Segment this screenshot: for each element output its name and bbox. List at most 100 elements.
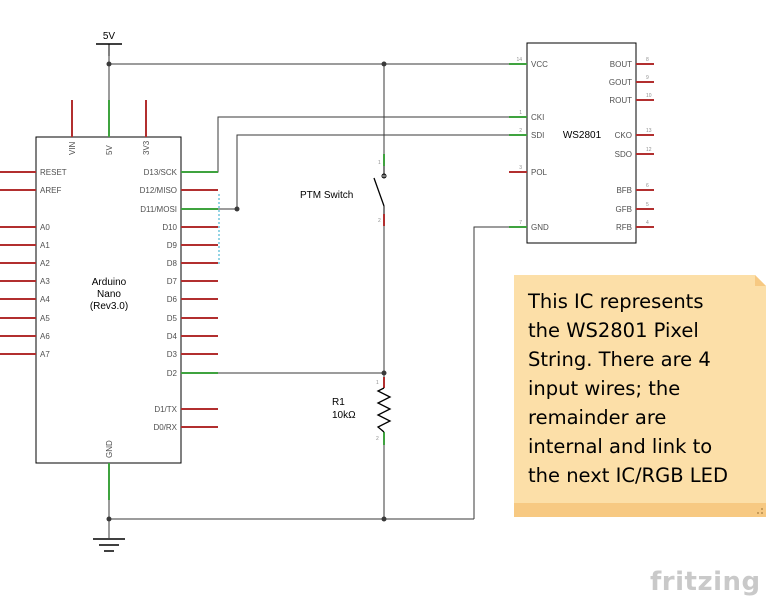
nano-title-line: Arduino xyxy=(92,277,127,288)
note-line: String. There are 4 xyxy=(528,348,711,371)
note-line: the WS2801 Pixel xyxy=(528,319,699,342)
nano-pin-label: D11/MOSI xyxy=(140,205,177,214)
ws2801-pin-rfb[interactable]: RFB 4 xyxy=(616,220,654,232)
nano-pin-label: RESET xyxy=(40,168,67,177)
nano-pin-d10[interactable]: D10 xyxy=(162,223,218,232)
wire-gnd-ws2801 xyxy=(473,226,509,519)
ws2801-pin-label: GFB xyxy=(616,205,632,214)
nano-pin-label: A7 xyxy=(40,350,50,359)
junction-dot xyxy=(106,516,112,522)
nano-pin-label: D10 xyxy=(162,223,177,232)
nano-pin-a3[interactable]: A3 xyxy=(0,277,50,286)
junction-dot xyxy=(106,61,112,67)
nano-pin-d4[interactable]: D4 xyxy=(167,332,218,341)
ws2801-pin-number: 13 xyxy=(646,128,652,134)
nano-pin-d1-tx[interactable]: D1/TX xyxy=(154,405,218,414)
resistor-pin1: 1 xyxy=(376,380,379,386)
resistor-name: R1 xyxy=(332,397,345,408)
nano-title-line: (Rev3.0) xyxy=(90,301,128,312)
junction-dot xyxy=(381,370,387,376)
nano-pin-a1[interactable]: A1 xyxy=(0,241,50,250)
fritzing-logo: fritzing xyxy=(650,567,761,597)
nano-pin-d9[interactable]: D9 xyxy=(167,241,218,250)
nano-pin-label: A6 xyxy=(40,332,50,341)
switch-label: PTM Switch xyxy=(300,190,353,201)
nano-pin-a6[interactable]: A6 xyxy=(0,332,50,341)
nano-pin-d13-sck[interactable]: D13/SCK xyxy=(144,168,218,177)
nano-right-pins: D13/SCK D12/MISO D11/MOSI D10D9D8D7D6D5D4D3… xyxy=(140,168,218,432)
switch-pin2: 2 xyxy=(378,218,381,224)
nano-pin-d6[interactable]: D6 xyxy=(167,295,218,304)
ws2801-pin-number: 2 xyxy=(519,128,522,134)
nano-pin-label: 3V3 xyxy=(142,140,151,155)
wire-sck-cki xyxy=(212,116,509,173)
ws2801-pin-label: RFB xyxy=(616,223,632,232)
nano-pin-a4[interactable]: A4 xyxy=(0,295,50,304)
wire-mosi-sdi xyxy=(212,134,509,210)
nano-pin-d2[interactable]: D2 xyxy=(167,369,218,378)
nano-pin-a5[interactable]: A5 xyxy=(0,314,50,323)
nano-pin-reset[interactable]: RESET xyxy=(0,168,67,177)
ws2801-pin-gfb[interactable]: GFB 5 xyxy=(616,202,654,214)
ws2801-pin-number: 9 xyxy=(646,75,649,81)
nano-pin-d5[interactable]: D5 xyxy=(167,314,218,323)
ws2801-pin-label: BOUT xyxy=(610,60,632,69)
nano-pin-label: D13/SCK xyxy=(144,168,178,177)
nano-top-pins: VIN 5V 3V3 xyxy=(68,100,151,155)
nano-pin-label: 5V xyxy=(105,145,114,155)
nano-pin-a0[interactable]: A0 xyxy=(0,223,50,232)
ws2801-pin-gout[interactable]: GOUT 9 xyxy=(609,75,654,87)
switch-pin1: 1 xyxy=(378,160,381,166)
ptm-switch: 1 2 PTM Switch xyxy=(300,154,387,226)
nano-bottom-pin: GND xyxy=(105,440,114,500)
ws2801-pin-number: 4 xyxy=(646,220,649,226)
resistor-value: 10kΩ xyxy=(332,410,356,421)
ws2801-pin-number: 5 xyxy=(646,202,649,208)
resistor-pin2: 2 xyxy=(376,436,379,442)
nano-pin-label: AREF xyxy=(40,186,61,195)
nano-pin-a2[interactable]: A2 xyxy=(0,259,50,268)
nano-pin-label: D8 xyxy=(167,259,178,268)
power-label: 5V xyxy=(103,31,116,42)
resize-grip-icon[interactable] xyxy=(757,508,763,514)
ws2801-pin-cko[interactable]: CKO 13 xyxy=(615,128,654,140)
nano-pin-aref[interactable]: AREF xyxy=(0,186,61,195)
junction-dot xyxy=(381,516,387,522)
nano-pin-d12-miso[interactable]: D12/MISO xyxy=(140,186,218,195)
nano-pin-a7[interactable]: A7 xyxy=(0,350,50,359)
nano-pin-label: A3 xyxy=(40,277,50,286)
nano-pin-d8[interactable]: D8 xyxy=(167,259,218,268)
ground-symbol xyxy=(93,538,125,552)
nano-pin-d3[interactable]: D3 xyxy=(167,350,218,359)
junction-dot xyxy=(381,61,387,67)
nano-pin-label: D6 xyxy=(167,295,178,304)
ws2801-pin-gnd[interactable]: GND 7 xyxy=(509,220,549,232)
nano-pin-5v[interactable]: 5V xyxy=(105,100,114,155)
note-line: remainder are xyxy=(528,406,666,429)
nano-pin-label: A0 xyxy=(40,223,50,232)
ws2801-pin-label: GND xyxy=(531,223,549,232)
nano-pin-label: A5 xyxy=(40,314,50,323)
ws2801-pin-number: 14 xyxy=(516,57,522,63)
ws2801-pin-label: CKO xyxy=(615,131,632,140)
nano-pin-3v3[interactable]: 3V3 xyxy=(142,100,151,155)
nano-pin-d11-mosi[interactable]: D11/MOSI xyxy=(140,205,218,214)
nano-pin-gnd[interactable]: GND xyxy=(105,440,114,500)
nano-pin-label: A4 xyxy=(40,295,50,304)
nano-pin-vin[interactable]: VIN xyxy=(68,100,77,155)
nano-pin-d7[interactable]: D7 xyxy=(167,277,218,286)
ws2801-pin-label: GOUT xyxy=(609,78,632,87)
ws2801-pin-number: 7 xyxy=(519,220,522,226)
nano-pin-d0-rx[interactable]: D0/RX xyxy=(153,423,218,432)
